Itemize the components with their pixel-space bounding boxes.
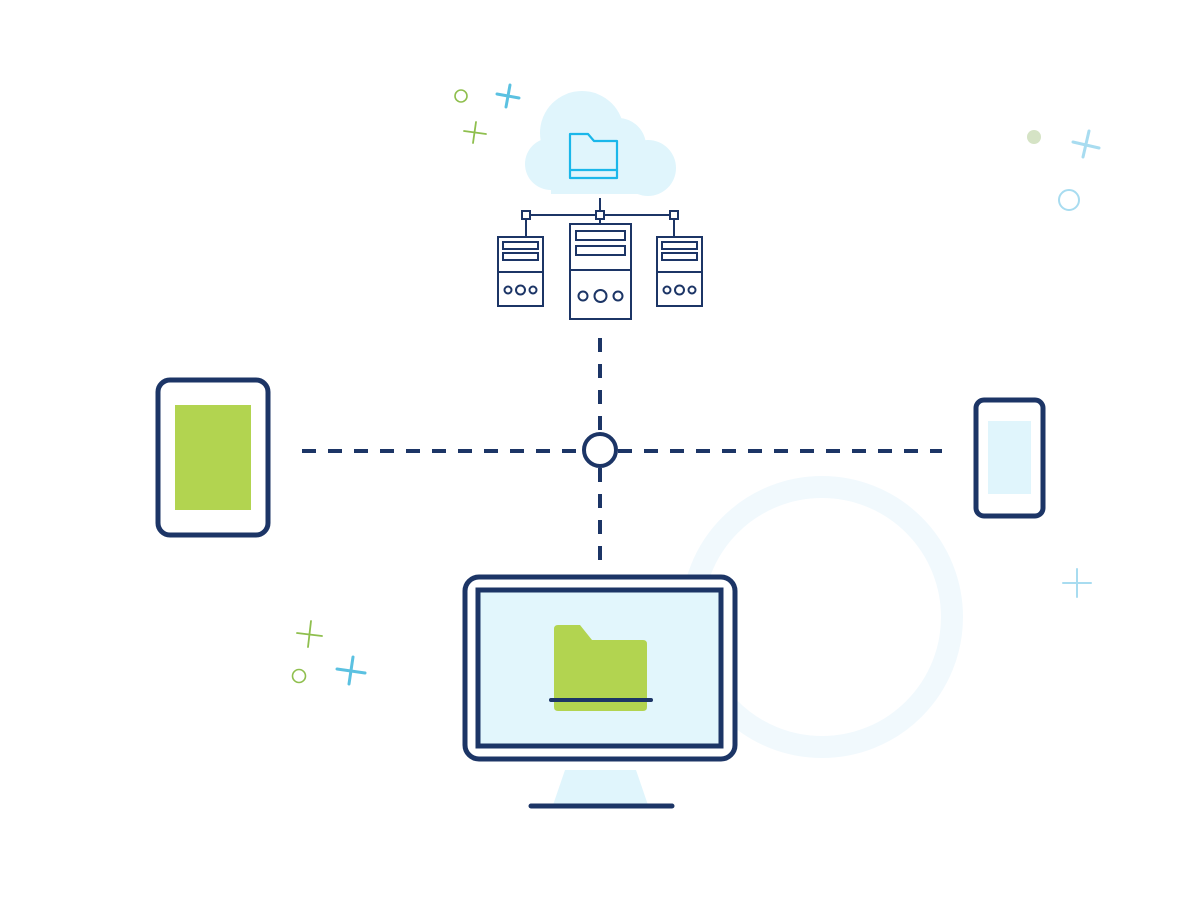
sparkle-circle-icon [454,89,468,103]
server-icon [656,236,703,307]
connector-node-icon [521,210,531,220]
folder-icon [549,625,653,711]
phone-screen [988,421,1031,494]
server-icon [569,223,632,320]
sparkles-top-right [1027,129,1101,211]
sparkles-top-left [454,83,521,144]
connector-node-icon [595,210,605,220]
phone-device [973,397,1046,519]
sparkle-plus-icon [335,655,367,686]
tablet-screen [175,405,251,510]
connector-node-icon [669,210,679,220]
server-cluster [497,198,703,320]
sparkle-plus-icon [495,83,521,109]
cloud-icon [525,91,676,196]
desktop-computer [462,574,738,809]
sparkles-bottom-left [291,620,367,686]
hub-circle-icon [582,432,618,468]
sparkle-circle-icon [291,668,307,684]
cloud-storage [525,91,676,196]
sparkle-plus-icon [296,620,323,648]
sparkle-circle-icon [1058,189,1080,211]
sparkle-plus-icon [463,121,487,144]
sparkle-plus-icon [1071,129,1101,159]
folder-icon [568,132,619,180]
network-connections [302,338,942,566]
sparkle-dot-icon [1027,130,1041,144]
tablet-device [155,377,271,538]
monitor-stand [553,770,648,805]
server-icon [497,236,544,307]
sparkle-plus-icon [1062,568,1092,598]
